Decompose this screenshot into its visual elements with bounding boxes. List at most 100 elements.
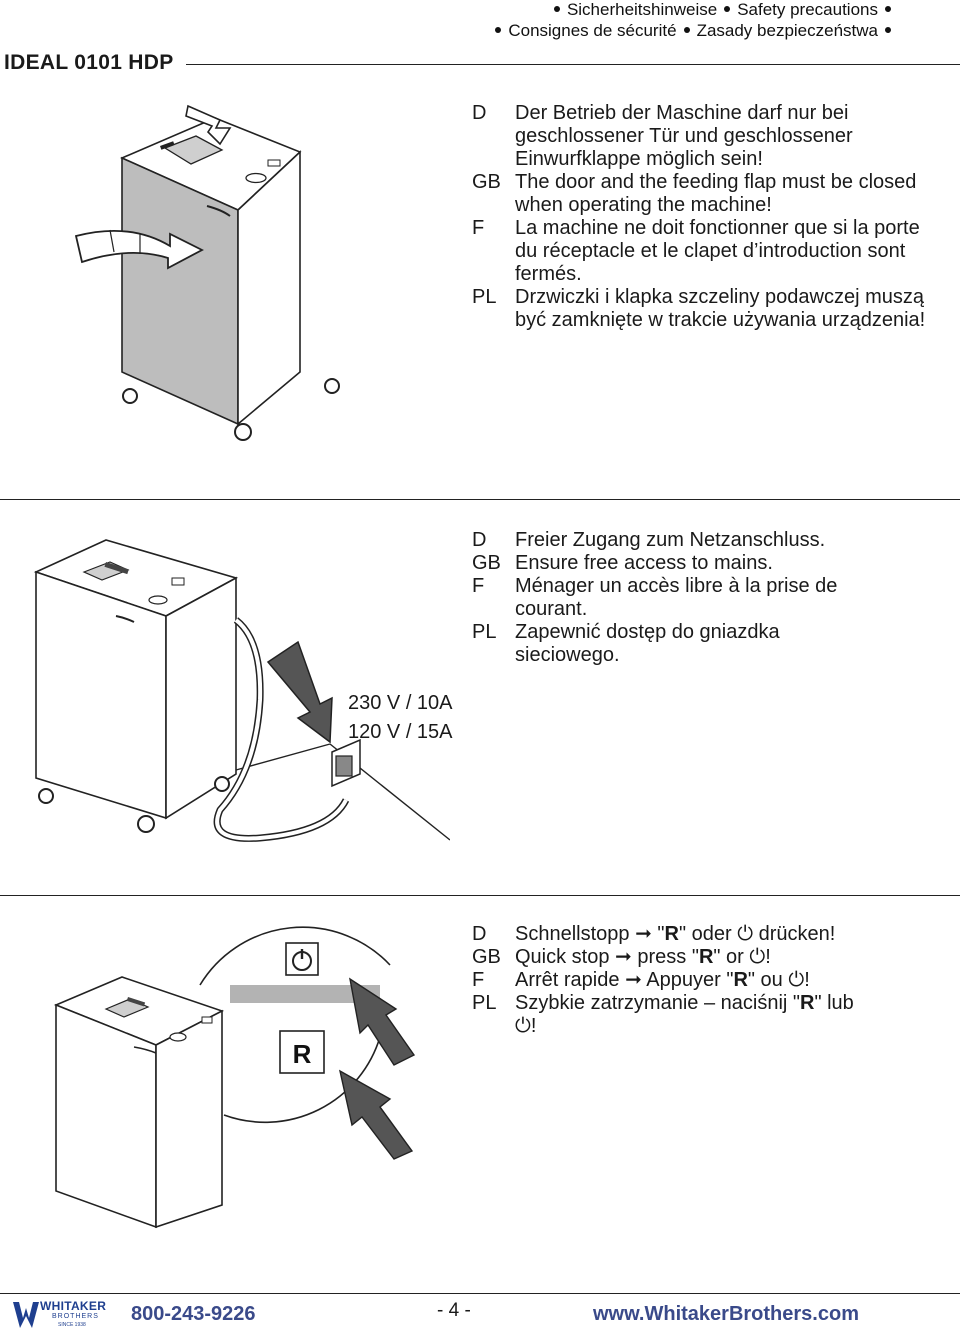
floor-line <box>235 743 331 771</box>
r-button-label: R <box>293 1039 312 1069</box>
instruction-text: The door and the feeding flap must be cl… <box>515 171 917 216</box>
zoom-circle <box>199 926 391 986</box>
arrow-right-icon: ➞ <box>625 969 642 991</box>
lang-row-pl: PL Drzwiczki i klapka szczeliny podawczej… <box>472 286 935 332</box>
button-panel <box>171 577 185 586</box>
control-knob <box>148 595 168 605</box>
page-number: - 4 - <box>437 1300 471 1321</box>
cabinet-side <box>237 150 301 426</box>
instruction-text: Ménager un accès libre à la prise de cou… <box>515 575 838 620</box>
power-cable-inner <box>215 618 348 841</box>
whitaker-logo: WHITAKER BROTHERS SINCE 1938 <box>12 1297 122 1333</box>
wheel <box>137 815 155 833</box>
lang-row-fr: F La machine ne doit fonctionner que si l… <box>472 217 935 286</box>
wheel <box>122 388 138 404</box>
control-knob <box>245 172 267 184</box>
r-button[interactable] <box>279 1030 325 1074</box>
section-divider <box>0 895 960 896</box>
press-r-arrow-icon <box>338 1069 414 1160</box>
wheel <box>324 378 340 394</box>
lang-row-gb: GB Ensure free access to mains. <box>472 552 935 575</box>
instruction-text: Schnellstopp ➞ "R" oder ⏻ drücken! <box>515 923 836 945</box>
voltage-230: 230 V / 10A <box>348 692 453 714</box>
slot <box>104 562 129 575</box>
footer-rule <box>0 1293 960 1294</box>
instruction-text: Freier Zugang zum Netzanschluss. <box>515 529 826 551</box>
instruction-text: Szybkie zatrzymanie – naciśnij "R" lub ⏻… <box>515 992 854 1037</box>
lang-row-fr: F Ménager un accès libre à la prise de co… <box>472 575 935 621</box>
instructions-section-3: D Schnellstopp ➞ "R" oder ⏻ drücken! GB … <box>472 923 935 1038</box>
instructions-section-1: D Der Betrieb der Maschine darf nur bei g… <box>472 102 935 332</box>
wheel <box>214 776 230 792</box>
panel-strip <box>230 985 380 1003</box>
wheel <box>234 423 252 441</box>
door-handle <box>133 1046 157 1054</box>
instruction-text: Drzwiczki i klapka szczeliny podawczej m… <box>515 286 926 331</box>
button-panel <box>267 159 281 167</box>
header-fr: Consignes de sécurité <box>508 21 677 40</box>
press-power-arrow-icon <box>349 977 416 1066</box>
bullet-icon <box>885 27 891 34</box>
cabinet-front <box>35 570 167 820</box>
lang-row-de: D Schnellstopp ➞ "R" oder ⏻ drücken! <box>472 923 935 946</box>
lang-code: PL <box>472 992 497 1014</box>
arrow-right-icon: ➞ <box>635 923 652 945</box>
bullet-icon <box>495 27 502 34</box>
instructions-section-2: D Freier Zugang zum Netzanschluss. GB Ensu… <box>472 529 935 667</box>
lang-code: PL <box>472 286 497 308</box>
wheel <box>38 788 54 804</box>
slot <box>126 997 146 1007</box>
lang-code: F <box>472 575 485 597</box>
header-pl: Zasady bezpieczeństwa <box>696 21 878 40</box>
logo-w-icon <box>13 1302 39 1328</box>
section-divider <box>0 499 960 500</box>
slot <box>160 141 175 150</box>
model-title: IDEAL 0101 HDP <box>4 51 174 74</box>
instruction-text: Der Betrieb der Maschine darf nur bei ge… <box>515 102 853 170</box>
instruction-text: Ensure free access to mains. <box>515 552 773 574</box>
header-de: Sicherheitshinweise <box>566 0 718 19</box>
lang-code: D <box>472 102 487 124</box>
socket-pointer-arrow-icon <box>266 640 333 744</box>
footer-website-link[interactable]: www.WhitakerBrothers.com <box>593 1303 859 1325</box>
zoom-circle <box>223 1036 381 1124</box>
logo-since: SINCE 1938 <box>58 1322 86 1328</box>
arrow-right-icon: ➞ <box>615 946 632 968</box>
cabinet-side <box>165 576 237 820</box>
instruction-text: Zapewnić dostęp do gniazdka sieciowego. <box>515 621 780 666</box>
lang-row-de: D Der Betrieb der Maschine darf nur bei g… <box>472 102 935 171</box>
bullet-icon <box>885 6 891 13</box>
lang-code: D <box>472 923 487 945</box>
instruction-text: Arrêt rapide ➞ Appuyer "R" ou ⏻! <box>515 969 810 991</box>
instruction-text: Quick stop ➞ press "R" or ⏻! <box>515 946 771 968</box>
shredder-door-illustration <box>74 104 340 441</box>
power-icon: ⏻ <box>788 969 805 991</box>
bullet-icon <box>724 6 731 13</box>
lang-row-de: D Freier Zugang zum Netzanschluss. <box>472 529 935 552</box>
power-icon: ⏻ <box>737 923 754 945</box>
cabinet-side <box>155 1009 223 1229</box>
lang-row-fr: F Arrêt rapide ➞ Appuyer "R" ou ⏻! <box>472 969 935 992</box>
lang-code: GB <box>472 552 501 574</box>
logo-name: WHITAKER <box>40 1299 107 1313</box>
close-flap-arrow-icon <box>185 104 232 146</box>
lang-row-pl: PL Szybkie zatrzymanie – naciśnij "R" lu… <box>472 992 935 1038</box>
instruction-text: La machine ne doit fonctionner que si la… <box>515 217 920 285</box>
footer-phone[interactable]: 800-243-9226 <box>131 1303 256 1325</box>
lang-code: GB <box>472 946 501 968</box>
logo-sub: BROTHERS <box>52 1313 99 1320</box>
voltage-label: 230 V / 10A 120 V / 15A <box>348 689 453 747</box>
mains-access-illustration <box>33 539 450 842</box>
lang-code: F <box>472 969 485 991</box>
power-icon: ⏻ <box>749 946 766 968</box>
door-handle <box>206 205 231 217</box>
lang-code: F <box>472 217 485 239</box>
button-panel <box>201 1016 213 1024</box>
lang-code: D <box>472 529 487 551</box>
power-icon: ⏻ <box>515 1015 531 1037</box>
header-line-2: Consignes de sécurité Zasady bezpieczeńst… <box>488 21 898 41</box>
cabinet-front <box>55 1003 157 1229</box>
